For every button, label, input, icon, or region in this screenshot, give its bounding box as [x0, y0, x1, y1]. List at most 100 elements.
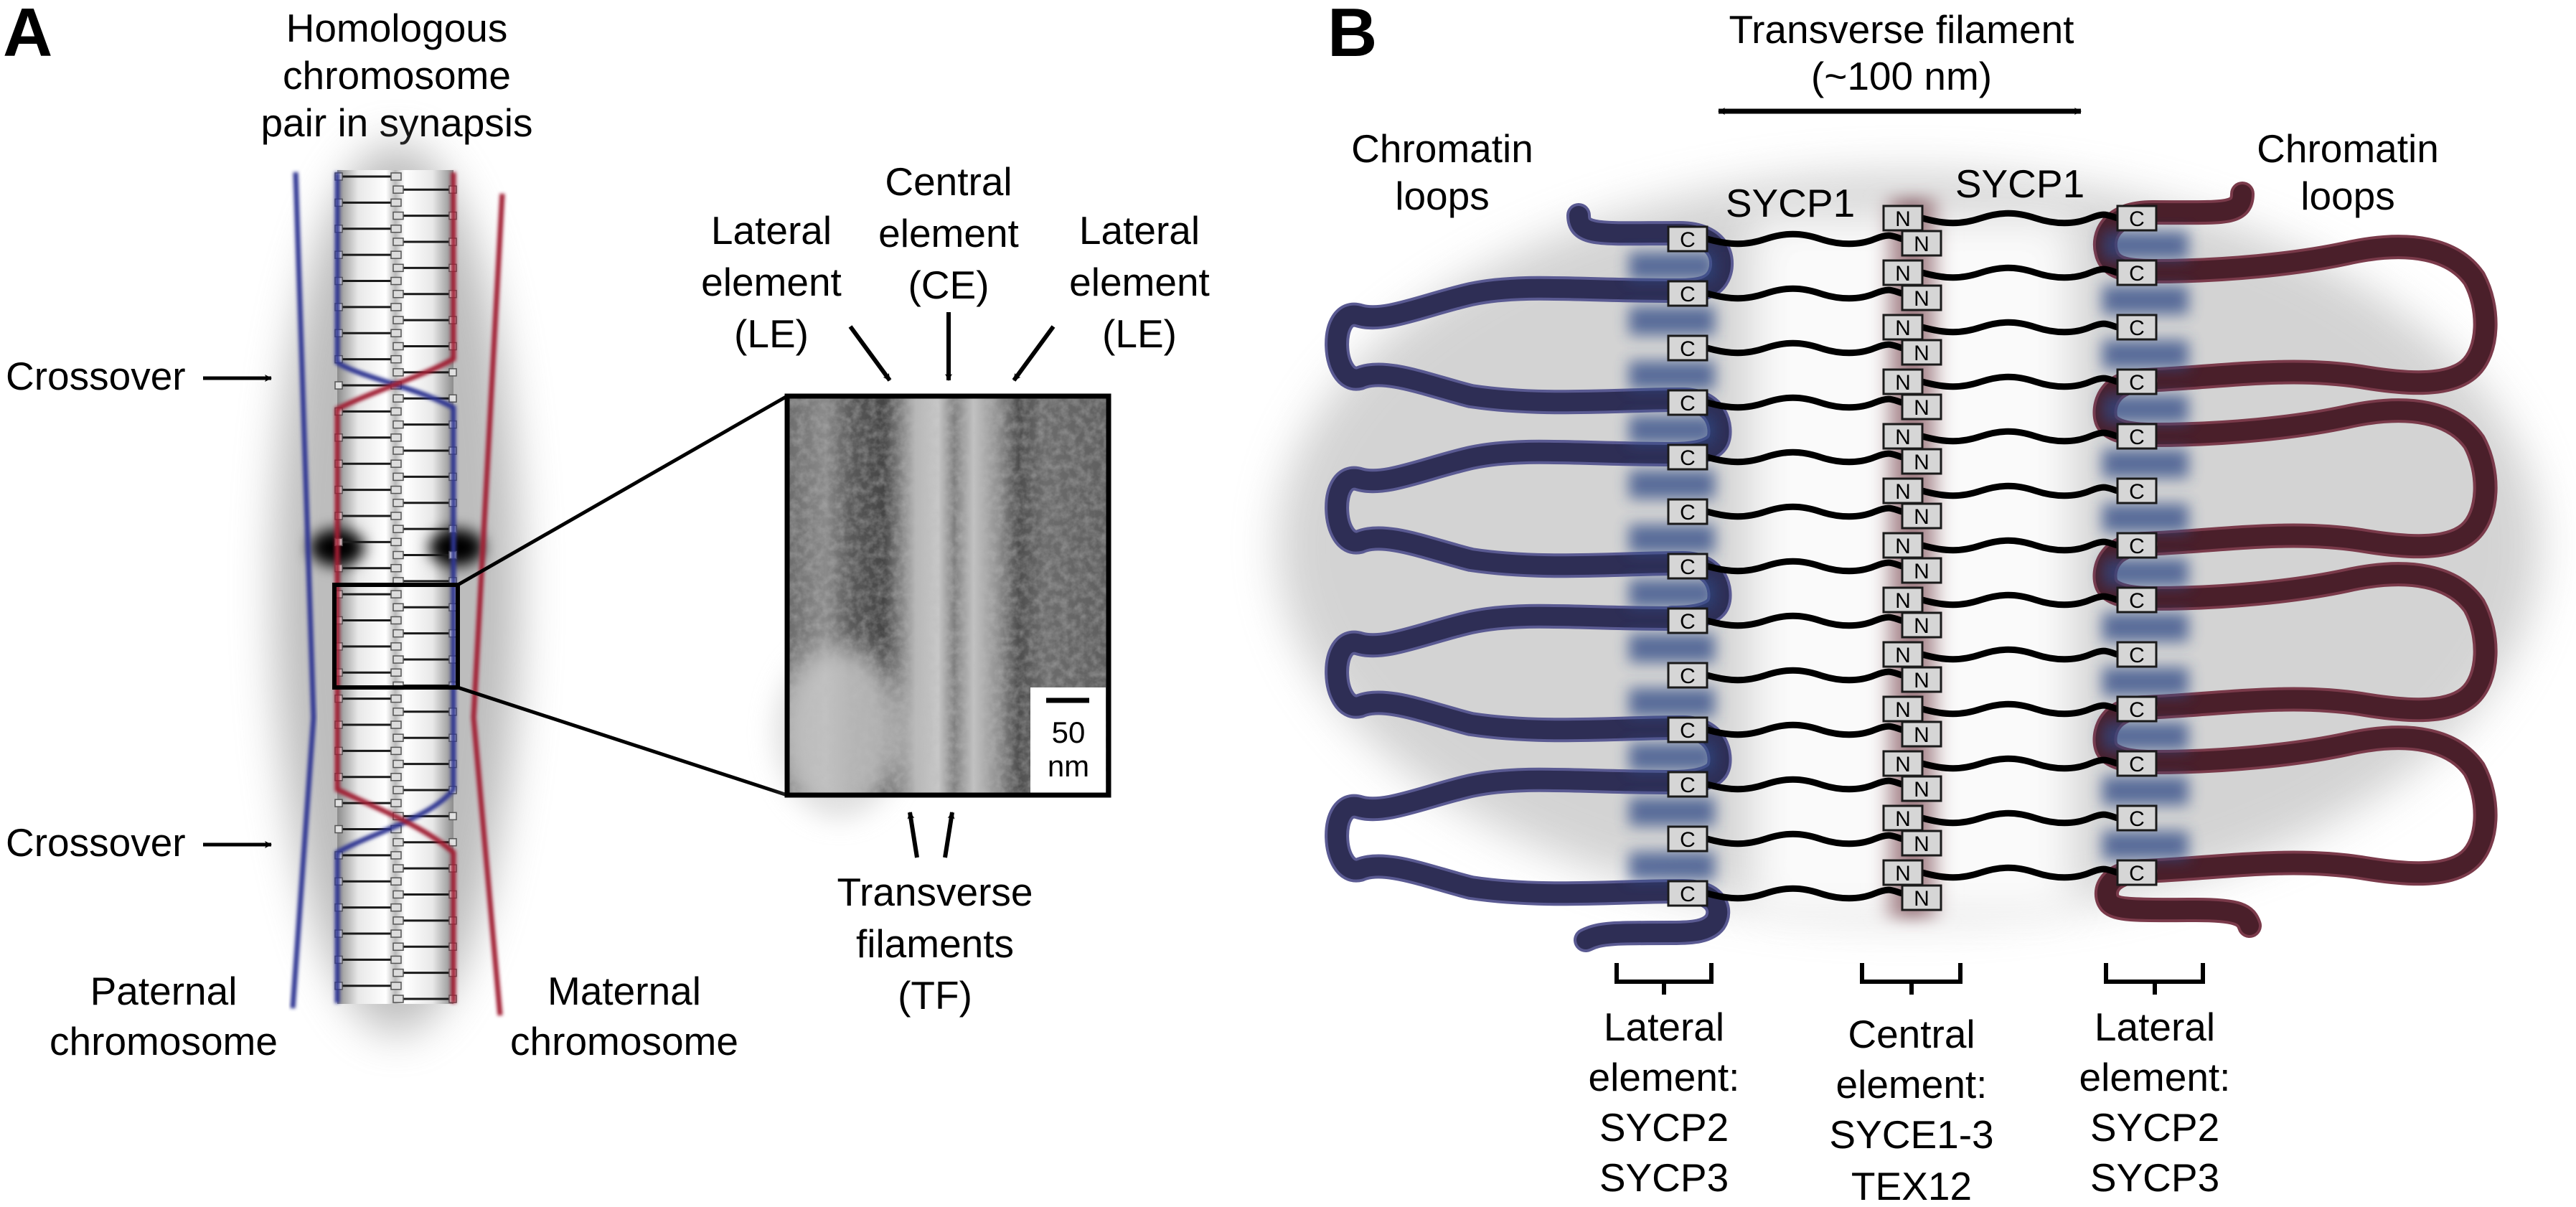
sycp1-right-label: SYCP1 — [1955, 161, 2084, 206]
c-terminus-right-label: C — [2129, 207, 2145, 231]
c-terminus-right-box — [2116, 368, 2158, 395]
scale-bar-value: 50 — [1052, 715, 1086, 749]
c-terminus-left-label: C — [1680, 774, 1696, 797]
n-terminus-left-label: N — [1914, 287, 1929, 311]
arrow-tf-2 — [943, 812, 955, 858]
c-terminus-right-box — [2116, 641, 2158, 668]
right-lateral-glow-patch — [2102, 504, 2189, 532]
c-terminus-right-box — [2116, 586, 2158, 614]
n-terminus-left-label: N — [1914, 614, 1929, 638]
central-b-line-3: SYCE1-3 — [1829, 1112, 1993, 1157]
c-terminus-left-box — [1667, 716, 1708, 743]
paternal-line-2: chromosome — [50, 1019, 278, 1063]
n-terminus-right-box — [1882, 477, 1924, 504]
n-terminus-left-label: N — [1914, 451, 1929, 474]
n-terminus-right-box — [1882, 695, 1924, 723]
left-lateral-b-line-3: SYCP2 — [1599, 1105, 1729, 1150]
panel-a-letter: A — [3, 0, 52, 71]
em-label-central: Central element (CE) — [878, 159, 1019, 307]
c-terminus-right-box — [2116, 205, 2158, 232]
sycp1-filament-left — [1703, 885, 1906, 902]
c-terminus-left-label: C — [1680, 719, 1696, 743]
n-terminus-right-box — [1882, 750, 1924, 777]
n-terminus-right-box — [1882, 368, 1924, 395]
c-terminus-right-label: C — [2129, 753, 2145, 776]
crossover-label-top: Crossover — [6, 354, 186, 398]
c-terminus-left-label: C — [1680, 228, 1696, 252]
tf-line-1: Transverse — [837, 870, 1033, 914]
c-terminus-right-label: C — [2129, 535, 2145, 558]
panel-a-title: Homologous chromosome pair in synapsis — [260, 6, 532, 145]
maternal-outer-strand — [471, 193, 505, 1016]
central-line-3: (CE) — [908, 263, 989, 307]
central-node — [390, 459, 402, 468]
zoom-region-box — [332, 583, 460, 690]
left-lateral-glow-patch — [1629, 361, 1715, 390]
n-terminus-left-label: N — [1914, 723, 1929, 747]
chromatin-ribbon — [2136, 401, 2495, 556]
left-lateral-glow-patch — [1629, 525, 1715, 553]
left-lateral-glow-patch — [1629, 797, 1715, 826]
n-terminus-right-box — [1882, 804, 1924, 832]
sycp1-filament-right — [1919, 537, 2121, 554]
title-line-2: chromosome — [283, 53, 511, 98]
n-terminus-right-label: N — [1895, 207, 1911, 231]
panel-b-letter: B — [1327, 0, 1377, 71]
n-terminus-right-label: N — [1895, 535, 1911, 558]
n-terminus-left-label: N — [1914, 342, 1929, 365]
c-terminus-right-box — [2116, 695, 2158, 723]
maternal-line-1: Maternal — [547, 969, 701, 1013]
lateral-node — [448, 368, 457, 377]
c-terminus-left-label: C — [1680, 337, 1696, 361]
central-node — [390, 929, 402, 938]
lateral-node — [334, 825, 343, 834]
left-lateral-glow-patch — [1629, 634, 1715, 662]
paternal-inner-strand — [334, 172, 456, 1003]
right-lateral-glow-patch — [2102, 722, 2189, 751]
sycp1-filament-right — [1919, 591, 2121, 609]
n-terminus-right-box — [1882, 314, 1924, 341]
central-node — [392, 525, 404, 533]
tf-line-3: (TF) — [898, 973, 972, 1018]
c-terminus-left-box — [1667, 771, 1708, 798]
central-node — [392, 394, 404, 403]
left-lateral-b-line-4: SYCP3 — [1599, 1155, 1729, 1200]
central-node — [392, 238, 404, 246]
c-terminus-left-box — [1667, 225, 1708, 253]
central-node — [392, 864, 404, 873]
right-lateral-b-line-3: SYCP2 — [2090, 1105, 2219, 1150]
sycp1-filament-right — [1919, 264, 2121, 281]
central-node — [390, 590, 402, 598]
sycp1-filament-right — [1919, 809, 2121, 827]
n-terminus-right-box — [1882, 641, 1924, 668]
central-node — [392, 289, 404, 299]
central-node — [390, 616, 402, 625]
left-lateral-line-2: element — [701, 260, 842, 304]
arrow-tf-1 — [907, 812, 919, 858]
central-node — [392, 420, 404, 429]
n-terminus-right-label: N — [1895, 480, 1911, 504]
central-node — [390, 746, 402, 756]
lateral-node — [334, 381, 343, 390]
n-terminus-left-label: N — [1914, 233, 1929, 256]
central-node — [390, 877, 402, 886]
sycp1-filament-right — [1919, 210, 2121, 227]
right-lateral-b-line-4: SYCP3 — [2090, 1155, 2219, 1200]
right-lateral-line-3: (LE) — [1102, 311, 1177, 356]
c-terminus-left-box — [1667, 389, 1708, 416]
lateral-node — [448, 394, 457, 403]
central-node — [392, 368, 404, 377]
n-terminus-right-label: N — [1895, 807, 1911, 831]
c-terminus-right-box — [2116, 750, 2158, 777]
central-node — [390, 329, 402, 338]
central-node — [390, 668, 402, 677]
c-terminus-right-label: C — [2129, 316, 2145, 340]
c-terminus-left-box — [1667, 880, 1708, 907]
n-terminus-left-label: N — [1914, 505, 1929, 529]
right-lateral-glow-patch — [2102, 667, 2189, 696]
sycp1-filament-left — [1703, 285, 1906, 302]
n-terminus-left-label: N — [1914, 887, 1929, 911]
lateral-node — [334, 799, 343, 807]
